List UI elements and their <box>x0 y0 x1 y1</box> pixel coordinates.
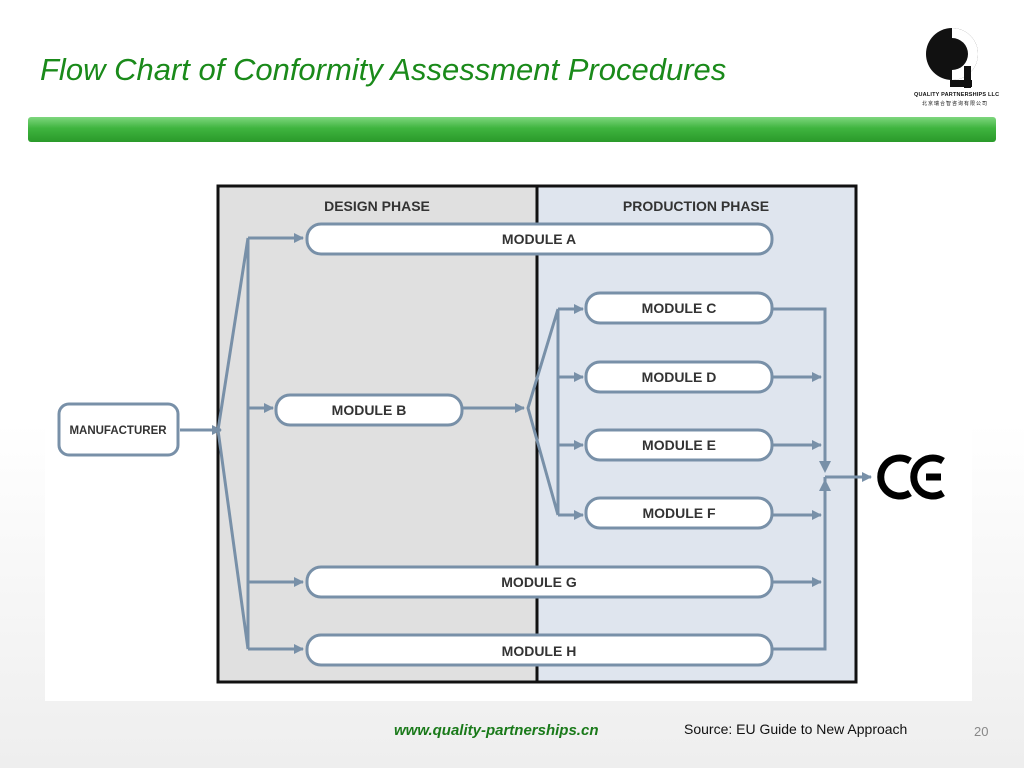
module-a-box <box>305 222 774 256</box>
footer-website-link[interactable]: www.quality-partnerships.cn <box>394 722 599 739</box>
module-d-label: MODULE D <box>642 369 717 385</box>
production-phase-label: PRODUCTION PHASE <box>623 198 769 214</box>
connector-module-c-out <box>773 307 827 469</box>
module-f-box <box>584 496 774 530</box>
footer-source-note: Source: EU Guide to New Approach <box>684 721 908 737</box>
slide-title: Flow Chart of Conformity Assessment Proc… <box>40 52 727 87</box>
module-b-box <box>274 393 464 427</box>
module-c-label: MODULE C <box>642 300 717 316</box>
module-g-box <box>305 565 774 599</box>
flow-chart-panel: DESIGN PHASE PRODUCTION PHASE <box>45 173 972 701</box>
qp-logo-icon <box>914 22 996 92</box>
module-g-label: MODULE G <box>501 574 577 590</box>
connector-fan-design <box>216 237 250 650</box>
conformity-flow-chart: DESIGN PHASE PRODUCTION PHASE <box>57 184 945 684</box>
connector-fan-production <box>526 308 560 516</box>
design-phase-area <box>218 186 537 682</box>
logo-company-name: QUALITY PARTNERSHIPS LLC <box>914 92 1000 98</box>
module-e-box <box>584 428 774 462</box>
title-divider-bar <box>28 117 996 142</box>
company-logo: QUALITY PARTNERSHIPS LLC 北京瑞合智咨询有限公司 <box>914 22 1000 114</box>
collector-arrow-up <box>819 479 831 491</box>
ce-mark-icon <box>877 454 945 500</box>
module-h-box <box>305 633 774 667</box>
connector-module-h-out <box>773 477 827 651</box>
manufacturer-box <box>57 402 180 457</box>
module-d-box <box>584 360 774 394</box>
module-c-box <box>584 291 774 325</box>
module-h-label: MODULE H <box>502 643 577 659</box>
logo-chinese-name: 北京瑞合智咨询有限公司 <box>921 101 988 107</box>
collector-arrow-down <box>819 461 831 473</box>
module-b-label: MODULE B <box>332 402 407 418</box>
module-f-label: MODULE F <box>642 505 716 521</box>
design-phase-label: DESIGN PHASE <box>324 198 430 214</box>
manufacturer-label: MANUFACTURER <box>69 425 167 437</box>
module-e-label: MODULE E <box>642 437 716 453</box>
page-number: 20 <box>974 724 989 739</box>
module-a-label: MODULE A <box>502 231 576 247</box>
